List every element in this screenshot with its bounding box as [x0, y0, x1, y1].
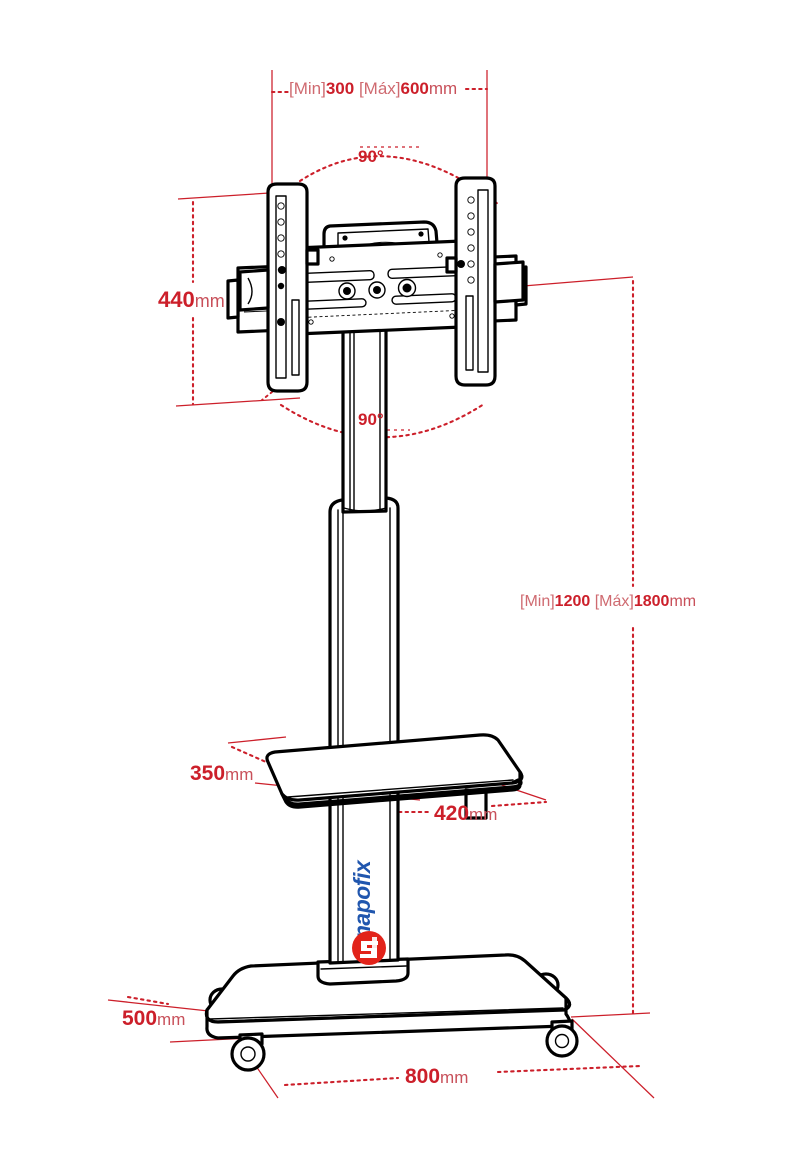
display-rail-left [266, 182, 309, 393]
caster-hub-front-left [240, 1046, 256, 1062]
dim-line-500-upper [126, 995, 170, 1006]
screen-height-value: 440 [158, 287, 195, 312]
leader-bracket-bottom-left [261, 383, 283, 401]
telescoping-column-outer [328, 496, 400, 965]
shelf-depth-unit: mm [225, 765, 254, 784]
dimension-label-base-width: 800mm [405, 1066, 468, 1087]
display-rail-left-wing [238, 268, 270, 312]
screen-height-unit: mm [194, 291, 225, 311]
dimension-label-shelf-width: 420mm [434, 803, 497, 824]
display-rail-right-holes [467, 196, 475, 284]
column-foot-collar [316, 957, 410, 986]
base-platform [204, 953, 579, 1072]
mount-hole-f [449, 313, 455, 319]
display-rail-left-pin [278, 266, 286, 274]
napofix-logo-mark [352, 931, 386, 965]
ext-line-440-bottom [175, 397, 301, 407]
total-height-min-value: 1200 [554, 593, 591, 610]
total-height-min-tag: [Min] [520, 593, 555, 610]
base-depth-value: 500 [122, 1007, 158, 1030]
logo-mark-bar [372, 937, 377, 957]
dim-line-800-left [283, 1076, 400, 1087]
caster-wheel-front-left [230, 1032, 266, 1072]
mount-bolt-left [343, 287, 351, 295]
dim-line-800-right [496, 1064, 642, 1074]
display-rail-left-clip [305, 248, 320, 266]
total-height-max-tag: [Máx] [594, 593, 634, 610]
shelf-edge-highlight [287, 779, 514, 798]
mount-slot-lower-left [301, 298, 367, 310]
mount-bolt-right [402, 283, 412, 293]
ext-line-height-bottom [570, 1012, 651, 1018]
display-rail-right-wing [493, 260, 525, 304]
display-rail-left-wing-arc [247, 277, 253, 305]
mount-bolt-center [373, 286, 381, 294]
total-height-max-value: 1800 [633, 593, 670, 610]
napofix-brand-logo: napofix [349, 859, 386, 965]
total-height-unit: mm [669, 593, 697, 610]
column-joint-ellipse [343, 507, 387, 512]
caster-wheel-front-right [545, 1019, 579, 1058]
ext-line-800-right [571, 1018, 655, 1099]
mount-hole-c [437, 252, 443, 258]
mount-hole-b [329, 256, 335, 262]
mount-hole-e [308, 319, 314, 325]
dimension-label-angle-top: 90° [358, 147, 384, 166]
mount-arm-knurl [291, 309, 467, 319]
dimension-label-total-height: [Min]1200 [Máx]1800mm [520, 594, 696, 610]
tilt-head-bolt-right [418, 231, 424, 237]
display-rail-right-slot [465, 295, 474, 371]
tilt-head-bolt-left [342, 235, 348, 241]
shelf-width-value: 420 [434, 802, 470, 825]
display-rail-right-track [477, 189, 489, 373]
column-foot-collar-line [320, 965, 407, 970]
screen-width-max-value: 600 [400, 79, 429, 98]
display-rail-right-clip [445, 256, 458, 274]
accessory-shelf [265, 733, 524, 820]
base-depth-unit: mm [157, 1010, 186, 1029]
display-rail-left-knob [277, 318, 285, 326]
base-width-unit: mm [440, 1068, 469, 1087]
screen-width-max-tag: [Máx] [358, 79, 401, 98]
base-width-value: 800 [405, 1065, 441, 1088]
shelf-depth-value: 350 [190, 762, 226, 785]
dimension-label-shelf-depth: 350mm [190, 763, 253, 784]
shelf-edge-thickness [280, 770, 524, 809]
ext-line-350-top [227, 736, 287, 744]
screen-width-min-tag: [Min] [289, 79, 326, 98]
base-edge-highlight [209, 1007, 564, 1020]
shelf-width-unit: mm [469, 805, 498, 824]
dimension-label-angle-bottom: 90° [358, 410, 384, 429]
dimension-label-screen-height: 440mm [158, 289, 225, 311]
mount-rear-tab-left [226, 278, 240, 320]
display-mount-assembly [226, 176, 528, 393]
screen-width-min-value: 300 [325, 79, 355, 98]
caster-hub-front-right [554, 1033, 570, 1049]
display-rail-right-pin [457, 260, 465, 268]
dim-line-420-right [490, 800, 548, 808]
screen-width-unit: mm [428, 79, 458, 98]
display-rail-right [454, 176, 497, 387]
napofix-wordmark: napofix [349, 859, 375, 939]
display-rail-left-slot [291, 299, 300, 376]
dimension-label-base-depth: 500mm [122, 1008, 185, 1029]
base-edge-thickness [204, 996, 572, 1040]
dimension-label-screen-width: [Min]300 [Máx]600mm [289, 80, 457, 97]
